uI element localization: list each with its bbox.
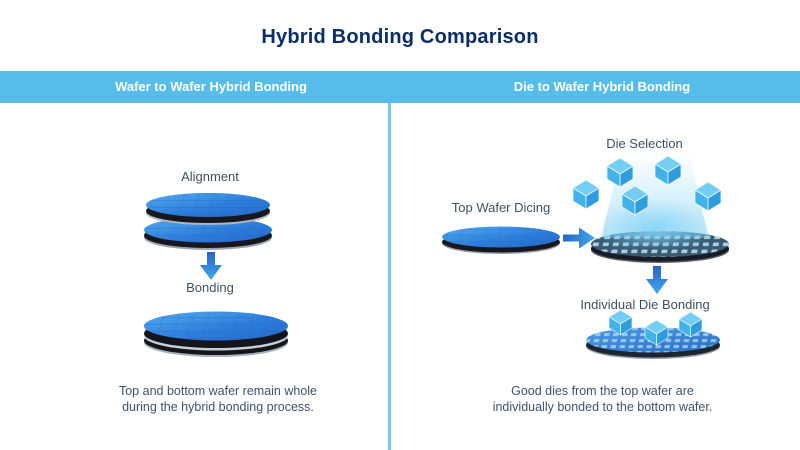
right-caption-line1: Good dies from the top wafer are [511, 384, 694, 398]
column-header-wafer-to-wafer: Wafer to Wafer Hybrid Bonding [115, 79, 307, 94]
die-selection-cubes-illustration [572, 155, 722, 216]
top-wafer-dicing-label: Top Wafer Dicing [451, 200, 551, 215]
alignment-label: Alignment [181, 169, 239, 184]
top-wafer-illustration [442, 226, 560, 254]
aligned-wafers-illustration [144, 193, 272, 250]
down-arrow-icon [646, 266, 668, 294]
page-title: Hybrid Bonding Comparison [261, 26, 539, 48]
right-caption-line2: individually bonded to the bottom wafer. [492, 400, 713, 415]
column-divider [388, 103, 391, 450]
bonding-label: Bonding [186, 280, 234, 295]
individual-die-bonding-label: Individual Die Bonding [580, 297, 710, 312]
left-caption-line2: during the hybrid bonding process. [122, 400, 314, 415]
right-caption: Good dies from the top wafer are individ… [455, 383, 750, 416]
die-selection-label: Die Selection [606, 136, 683, 151]
down-arrow-icon [200, 252, 222, 280]
header-bar [0, 71, 800, 103]
die-bonded-wafer-illustration [586, 309, 720, 359]
left-caption-line1: Top and bottom wafer remain whole [118, 384, 318, 398]
column-header-die-to-wafer: Die to Wafer Hybrid Bonding [513, 79, 691, 94]
left-caption: Top and bottom wafer remain whole during… [78, 383, 358, 416]
bonded-wafer-illustration [144, 311, 288, 357]
